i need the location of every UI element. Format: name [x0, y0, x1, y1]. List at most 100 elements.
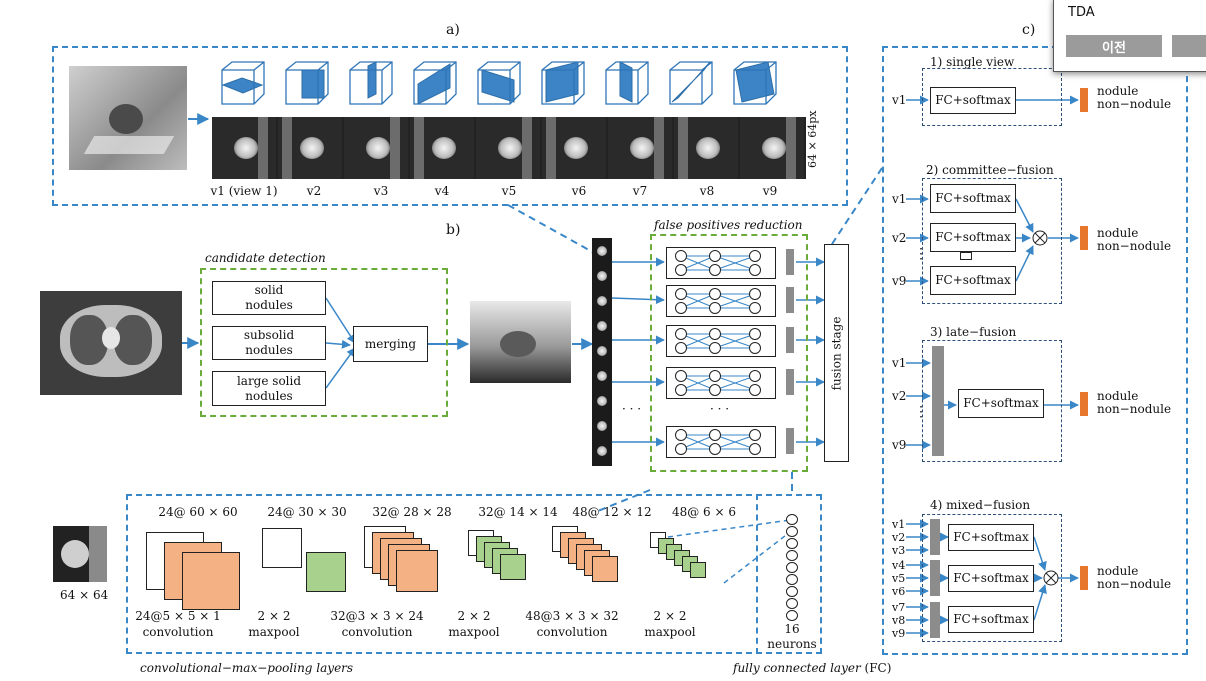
- candidate-detection-frame: [200, 268, 448, 417]
- op-name-3: convolution: [341, 625, 413, 639]
- next-button[interactable]: [1172, 35, 1206, 57]
- cnn-input-patch: [53, 526, 107, 582]
- mixed-fc-box-1: FC+softmax: [948, 524, 1034, 551]
- single-out-non: non−nodule: [1097, 97, 1172, 111]
- subsolid-nodules-box: subsolid nodules: [212, 326, 326, 360]
- cnn-block-graph: [675, 429, 761, 455]
- feature-map: [262, 528, 302, 568]
- feature-map: [306, 552, 346, 593]
- fc-caption-text: fully connected layer: [733, 661, 861, 675]
- candidate-patch-strip: [592, 238, 612, 466]
- mixed-input-v6: v6: [892, 585, 906, 598]
- late-fc-box: FC+softmax: [958, 389, 1044, 418]
- cnn-input-size: 64 × 64: [60, 588, 109, 602]
- nodule-blob: [498, 137, 522, 159]
- panel-c-frame: [882, 46, 1188, 655]
- op-name-6: maxpool: [644, 625, 696, 639]
- nodule-blob: [366, 137, 390, 159]
- fc-neuron: [786, 574, 798, 585]
- late-input-v1: v1: [892, 356, 907, 370]
- mixed-fusion-frame: [922, 514, 1062, 642]
- layer-size-3: 32@ 28 × 28: [372, 505, 452, 519]
- view-cube-7: [605, 61, 649, 105]
- committee-fc-box-2: FC+softmax: [930, 223, 1016, 252]
- view-patch-8: [674, 117, 738, 179]
- view-cube-1: [221, 61, 265, 105]
- candidate-volume-image: [470, 301, 571, 383]
- mixed-fusion-title: 4) mixed−fusion: [930, 498, 1031, 512]
- committee-small-marker: [960, 252, 972, 260]
- op-name-2: maxpool: [248, 625, 300, 639]
- fc-neuron: [786, 550, 798, 561]
- vessel-stripe: [282, 117, 292, 179]
- late-input-v9: v9: [892, 438, 907, 452]
- committee-fc-box-3: FC+softmax: [930, 266, 1016, 295]
- vessel-stripe: [678, 117, 688, 179]
- nodule-blob: [432, 137, 456, 159]
- view-label-6: v6: [571, 184, 587, 198]
- feature-map: [592, 556, 618, 582]
- mixed-fc-box-2: FC+softmax: [948, 565, 1034, 592]
- single-view-fc-box: FC+softmax: [930, 87, 1016, 114]
- op-kernel-1: 24@5 × 5 × 1: [135, 609, 221, 623]
- ct-slice-image: [40, 291, 182, 395]
- view-cube-4: [413, 61, 457, 105]
- fusion-stage-label: fusion stage: [829, 316, 844, 390]
- mixed-input-v3: v3: [892, 544, 906, 557]
- feature-map: [182, 551, 240, 610]
- strip-nodule: [597, 446, 607, 456]
- mixed-input-v7: v7: [892, 601, 906, 614]
- view-patch-4: [410, 117, 474, 179]
- fc-neuron: [786, 526, 798, 537]
- strip-nodule: [597, 421, 607, 431]
- op-kernel-4: 2 × 2: [457, 609, 491, 623]
- view-cube-3: [349, 61, 393, 105]
- vessel-stripe: [654, 117, 664, 179]
- cnn-block-graph: [675, 250, 761, 276]
- mixed-out-nodule: nodule: [1097, 564, 1139, 578]
- view-label-4: v4: [434, 184, 450, 198]
- nodule-blob: [300, 137, 324, 159]
- mixed-fc-box-3: FC+softmax: [948, 606, 1034, 633]
- fp-reduction-frame: [650, 234, 808, 472]
- view-patch-5: [476, 117, 540, 179]
- cnn-block-4: [666, 367, 776, 399]
- committee-input-v1: v1: [892, 192, 907, 206]
- prev-button[interactable]: 이전: [1066, 35, 1162, 57]
- vessel-stripe: [546, 117, 556, 179]
- layer-size-2: 24@ 30 × 30: [267, 505, 347, 519]
- block-output-bar: [786, 287, 794, 313]
- fc-neuron: [786, 610, 798, 621]
- nodule-blob: [234, 137, 258, 159]
- late-fusion-title: 3) late−fusion: [930, 325, 1017, 339]
- strip-nodule: [597, 396, 607, 406]
- block-output-bar: [786, 369, 794, 395]
- committee-output-bar: [1080, 226, 1088, 250]
- view-cube-5: [477, 61, 521, 105]
- mixed-input-v1: v1: [892, 518, 906, 531]
- op-name-4: maxpool: [448, 625, 500, 639]
- panel-b-label: b): [446, 222, 461, 238]
- view-cube-9: [733, 61, 777, 105]
- nodule-blob: [762, 137, 786, 159]
- cnn-block-graph: [675, 370, 761, 396]
- mixed-concat-bar-2: [930, 560, 940, 596]
- vessel-stripe: [414, 117, 424, 179]
- fc-neuron: [786, 538, 798, 549]
- view-label-2: v2: [306, 184, 322, 198]
- strip-nodule: [597, 346, 607, 356]
- late-output-bar: [1080, 392, 1088, 416]
- patch-size-label: 64 × 64px: [806, 110, 819, 168]
- view-cube-2: [285, 61, 329, 105]
- strip-ellipsis: · · ·: [622, 402, 642, 416]
- panel-a-label: a): [446, 22, 460, 38]
- layer-size-5: 48@ 12 × 12: [572, 505, 652, 519]
- mixed-concat-bar-1: [930, 519, 940, 555]
- neurons-count: 16: [784, 622, 800, 636]
- mixed-input-v8: v8: [892, 614, 906, 627]
- nets-ellipsis: · · ·: [710, 402, 730, 416]
- nodule-blob: [630, 137, 654, 159]
- strip-nodule: [597, 271, 607, 281]
- committee-input-v2: v2: [892, 231, 907, 245]
- fc-caption-abbrev: (FC): [864, 661, 892, 675]
